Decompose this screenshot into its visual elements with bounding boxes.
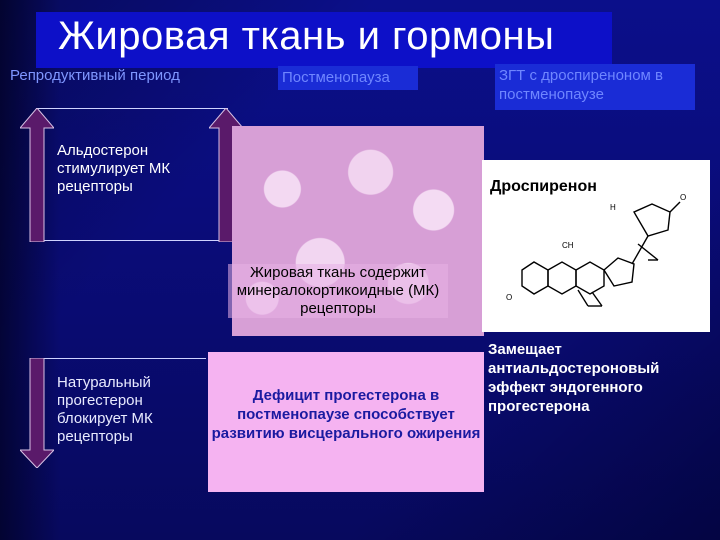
title-banner xyxy=(36,12,612,68)
slide-title: Жировая ткань и гормоны xyxy=(58,14,555,58)
aldosterone-text: Альдостерон стимулирует МК рецепторы xyxy=(57,142,171,195)
replacement-effect-text: Замещает антиальдостероновый эффект эндо… xyxy=(488,341,660,415)
lower-divider-line xyxy=(36,358,206,359)
chem-oxygen-top: O xyxy=(680,193,686,202)
tissue-caption: Жировая ткань содержит минералокортикоид… xyxy=(228,264,448,318)
menopause-label: Постменопауза xyxy=(278,66,418,90)
hrt-label: ЗГТ с дроспиреноном в постменопаузе xyxy=(495,64,695,110)
up-arrow-icon-left xyxy=(20,108,54,242)
drospirenone-structure-icon: O O CH H xyxy=(506,193,686,307)
top-divider-line xyxy=(36,108,228,109)
chem-h3c: H xyxy=(610,203,616,212)
chem-oxygen-bottom: O xyxy=(506,293,512,302)
progesterone-deficit-box: Дефицит прогестерона в постменопаузе спо… xyxy=(208,352,484,492)
chem-ch3: CH xyxy=(562,241,574,250)
natural-progesterone-text: Натуральный прогестерон блокирует МК рец… xyxy=(57,374,153,445)
reproductive-period-label: Репродуктивный период xyxy=(10,67,180,84)
drospirenone-title: Дроспиренон xyxy=(490,178,597,195)
mid-divider-line xyxy=(36,240,228,241)
drospirenone-structure-panel: Дроспиренон O O CH H xyxy=(482,160,710,332)
down-arrow-icon-left xyxy=(20,358,54,468)
